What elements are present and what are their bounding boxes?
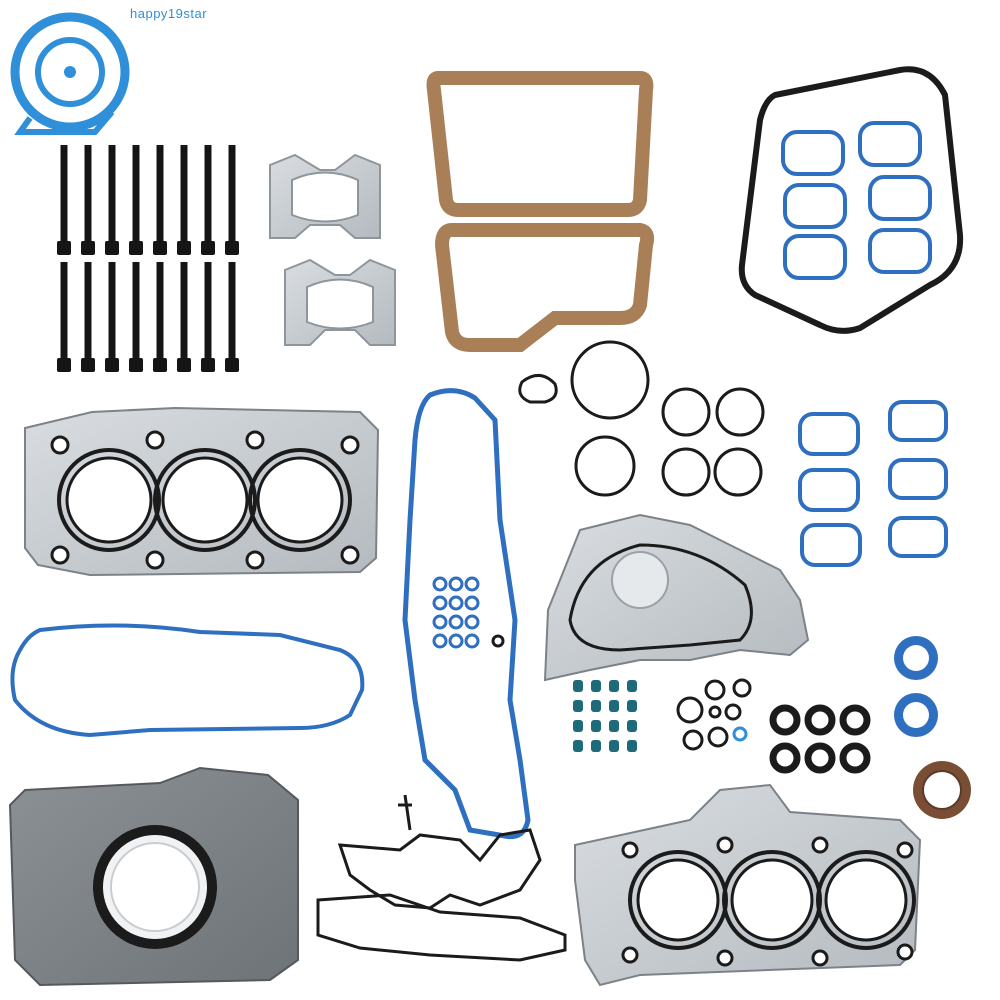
head-bolt <box>57 145 71 255</box>
valve-cover-gasket-black <box>738 66 964 334</box>
rubber-seals-black <box>769 704 871 774</box>
head-bolt <box>153 262 167 372</box>
head-bolt <box>177 262 191 372</box>
valve-stem-seals-small <box>432 576 505 649</box>
head-bolt <box>57 262 71 372</box>
head-bolt <box>129 145 143 255</box>
intake-manifold-seals-blue <box>798 400 948 567</box>
brand-watermark-text: happy19star <box>130 6 208 21</box>
head-bolt <box>201 262 215 372</box>
timing-cover-gasket-blue <box>402 388 531 840</box>
cylinder-head-gasket-right <box>574 783 922 987</box>
rear-main-seal-cover <box>8 766 299 987</box>
head-bolt <box>105 262 119 372</box>
brand-logo-icon <box>10 12 130 135</box>
o-rings-large <box>518 340 765 497</box>
head-bolt <box>105 145 119 255</box>
head-bolt <box>177 145 191 255</box>
head-bolt <box>81 262 95 372</box>
exhaust-manifold-gasket-upper <box>269 153 381 239</box>
valve-stem-seals-grid <box>573 680 637 752</box>
cylinder-head-gasket-left <box>24 406 380 577</box>
head-bolt <box>225 145 239 255</box>
exhaust-manifold-gasket-lower <box>284 258 396 346</box>
head-bolts <box>57 145 239 372</box>
o-rings-small <box>676 678 752 751</box>
head-bolt <box>153 145 167 255</box>
head-bolt <box>81 145 95 255</box>
head-bolt <box>225 262 239 372</box>
camshaft-seals-blue <box>894 636 938 737</box>
water-pump-gasket <box>543 513 810 682</box>
oil-pan-gasket-cork-upper <box>426 71 654 217</box>
head-bolt <box>129 262 143 372</box>
crankshaft-front-seal <box>913 761 971 819</box>
valve-cover-gasket-black-bottom <box>316 794 567 962</box>
oil-pan-gasket-cork-lower <box>434 223 655 352</box>
head-bolt <box>201 145 215 255</box>
oil-pan-gasket-blue <box>10 623 365 738</box>
